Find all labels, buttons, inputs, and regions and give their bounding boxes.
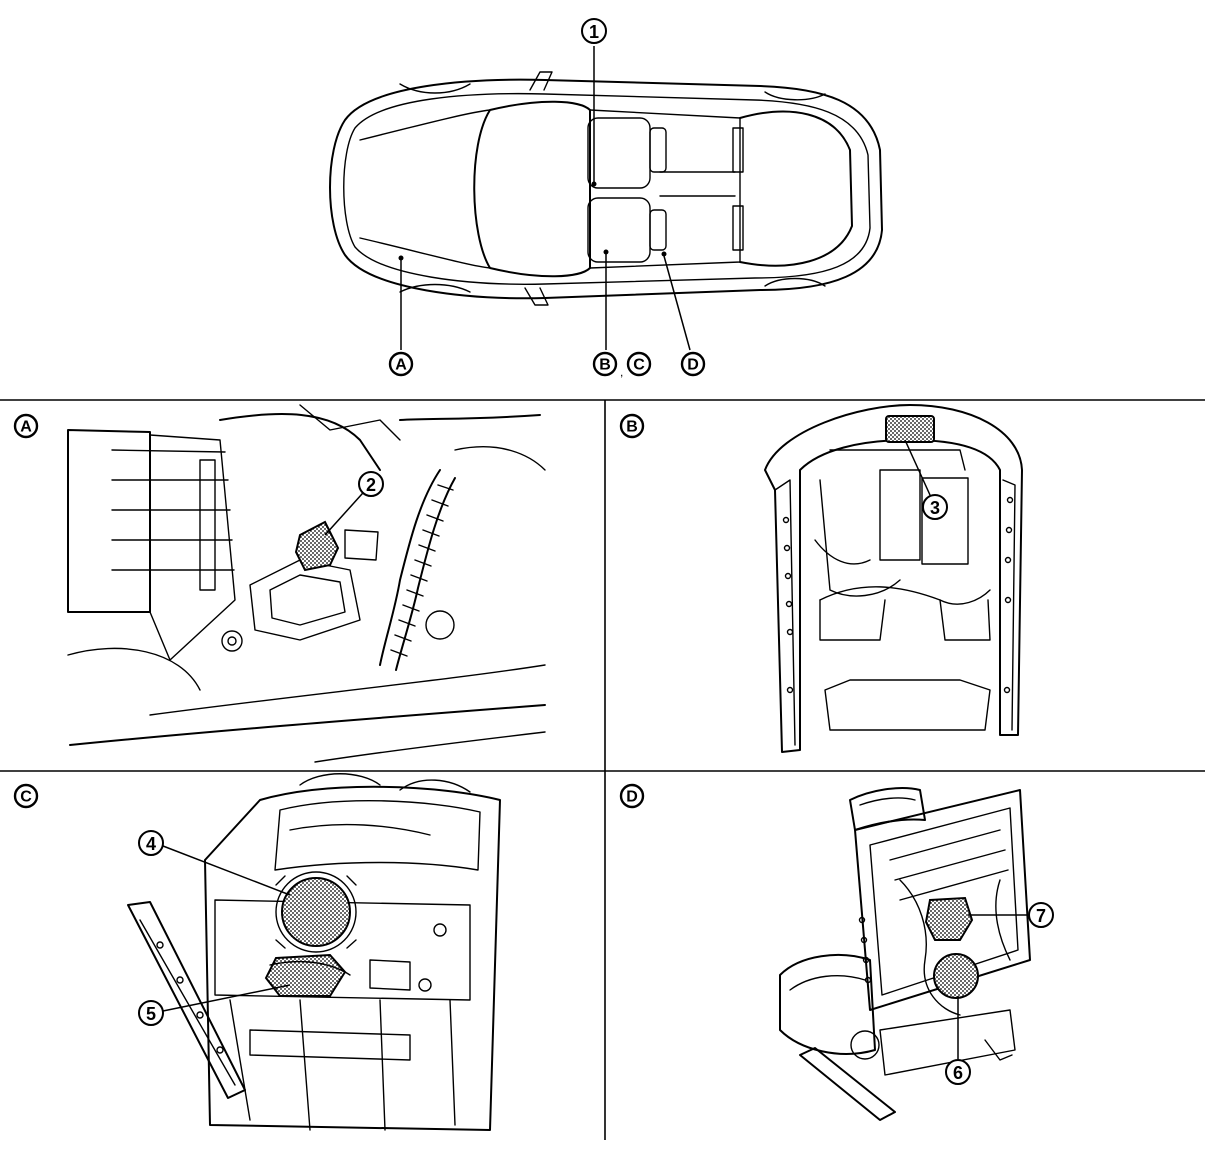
- top-view-leaders: [398, 46, 691, 351]
- callout-7: 7: [1028, 902, 1054, 928]
- location-tag-A: A: [388, 351, 414, 377]
- panel-grid: [0, 399, 1205, 1140]
- location-tag-A-text: A: [395, 357, 407, 374]
- callout-1: 1: [581, 18, 607, 44]
- callout-5-text: 5: [146, 1004, 156, 1024]
- panel-B-label: B: [619, 413, 645, 439]
- location-tag-B-text: B: [599, 357, 611, 374]
- callout-2-text: 2: [366, 475, 376, 495]
- callout-4: 4: [138, 830, 164, 856]
- panel-B-label-text: B: [626, 419, 638, 436]
- callout-6-text: 6: [953, 1063, 963, 1083]
- callout-3: 3: [922, 494, 948, 520]
- panel-D: D: [619, 783, 1031, 1121]
- vehicle-top-view: [329, 71, 883, 306]
- location-tag-C-text: C: [633, 357, 645, 374]
- panel-B: B: [619, 404, 1023, 753]
- panel-A-label-text: A: [20, 419, 32, 436]
- location-tag-D: D: [680, 351, 706, 377]
- callout-4-leader: [162, 845, 291, 896]
- callout-4-text: 4: [146, 834, 156, 854]
- callout-2: 2: [358, 471, 384, 497]
- panel-A-label: A: [13, 413, 39, 439]
- panel-D-label-text: D: [626, 789, 638, 806]
- panel-C: C: [13, 773, 501, 1131]
- callout-6: 6: [945, 1059, 971, 1085]
- callout-5-leader: [162, 984, 291, 1012]
- location-tag-B: B: [592, 351, 618, 377]
- panel-C-label: C: [13, 783, 39, 809]
- location-tag-D-text: D: [687, 357, 699, 374]
- callout-1-text: 1: [589, 22, 599, 42]
- panel-D-label: D: [619, 783, 645, 809]
- panel-C-label-text: C: [20, 789, 32, 806]
- tag-separator: ,: [620, 365, 623, 379]
- panel-A: A: [13, 404, 546, 763]
- callout-5: 5: [138, 1000, 164, 1026]
- callout-3-text: 3: [930, 498, 940, 518]
- callout-7-text: 7: [1036, 906, 1046, 926]
- location-tag-C: C: [626, 351, 652, 377]
